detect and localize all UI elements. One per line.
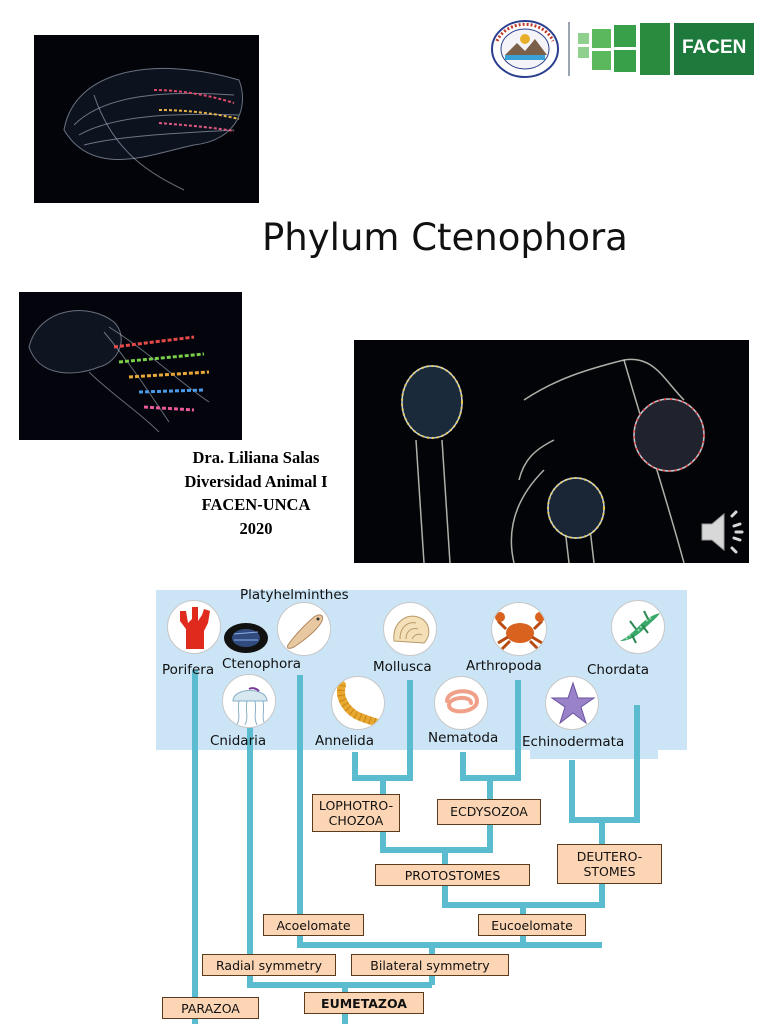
clade-parazoa: PARAZOA — [162, 997, 259, 1019]
ctenophore-photo-top — [34, 35, 259, 203]
clade-lophotrochozoa: LOPHOTRO- CHOZOA — [312, 794, 400, 832]
sea-star-icon — [545, 676, 599, 730]
clade-acoelomate: Acoelomate — [263, 914, 364, 936]
page-title: Phylum Ctenophora — [262, 216, 628, 259]
jellyfish-icon — [222, 674, 276, 728]
year: 2020 — [239, 518, 273, 538]
clade-eumetazoa: EUMETAZOA — [304, 992, 424, 1014]
clade-bilateral-symmetry: Bilateral symmetry — [351, 954, 509, 976]
crab-icon — [491, 602, 547, 656]
lizard-icon — [611, 600, 665, 654]
label-arthropoda: Arthropoda — [466, 658, 542, 674]
clade-deuterostomes: DEUTERO- STOMES — [557, 844, 662, 884]
label-nematoda: Nematoda — [428, 730, 499, 746]
author-name: Dra. Liliana Salas — [192, 448, 320, 467]
echinodermata-highlight — [530, 737, 658, 759]
ctenophore-photo-group — [354, 340, 749, 563]
logo-divider — [568, 22, 570, 76]
branch-cnidaria — [247, 722, 432, 988]
facen-brand-text: FACEN — [682, 37, 747, 58]
roundworm-icon — [434, 676, 488, 730]
clade-eucoelomate: Eucoelomate — [478, 914, 586, 936]
label-chordata: Chordata — [587, 662, 649, 678]
clade-radial-symmetry: Radial symmetry — [202, 954, 336, 976]
earthworm-icon — [331, 676, 385, 730]
flatworm-icon — [277, 602, 331, 656]
author-block: Dra. Liliana Salas Diversidad Animal I F… — [170, 446, 342, 540]
label-echinodermata: Echinodermata — [522, 734, 625, 750]
label-platyhelminthes: Platyhelminthes — [240, 587, 349, 603]
comb-jelly-icon — [222, 618, 270, 658]
clade-protostomes: PROTOSTOMES — [375, 864, 530, 886]
sponge-icon — [167, 600, 221, 654]
branch-ctenophora — [297, 675, 602, 948]
institution-name: FACEN-UNCA — [201, 495, 311, 514]
university-seal-logo — [489, 19, 561, 79]
speaker-icon[interactable] — [696, 506, 748, 558]
label-porifera: Porifera — [162, 662, 215, 678]
label-ctenophora: Ctenophora — [222, 656, 302, 672]
shell-icon — [383, 602, 437, 656]
facen-logo: FACEN — [576, 21, 756, 77]
clade-ecdysozoa: ECDYSOZOA — [437, 799, 541, 825]
ctenophore-photo-left — [19, 292, 242, 440]
course-name: Diversidad Animal I — [184, 471, 328, 491]
label-cnidaria: Cnidaria — [210, 733, 267, 749]
label-annelida: Annelida — [315, 733, 374, 749]
label-mollusca: Mollusca — [373, 659, 432, 675]
